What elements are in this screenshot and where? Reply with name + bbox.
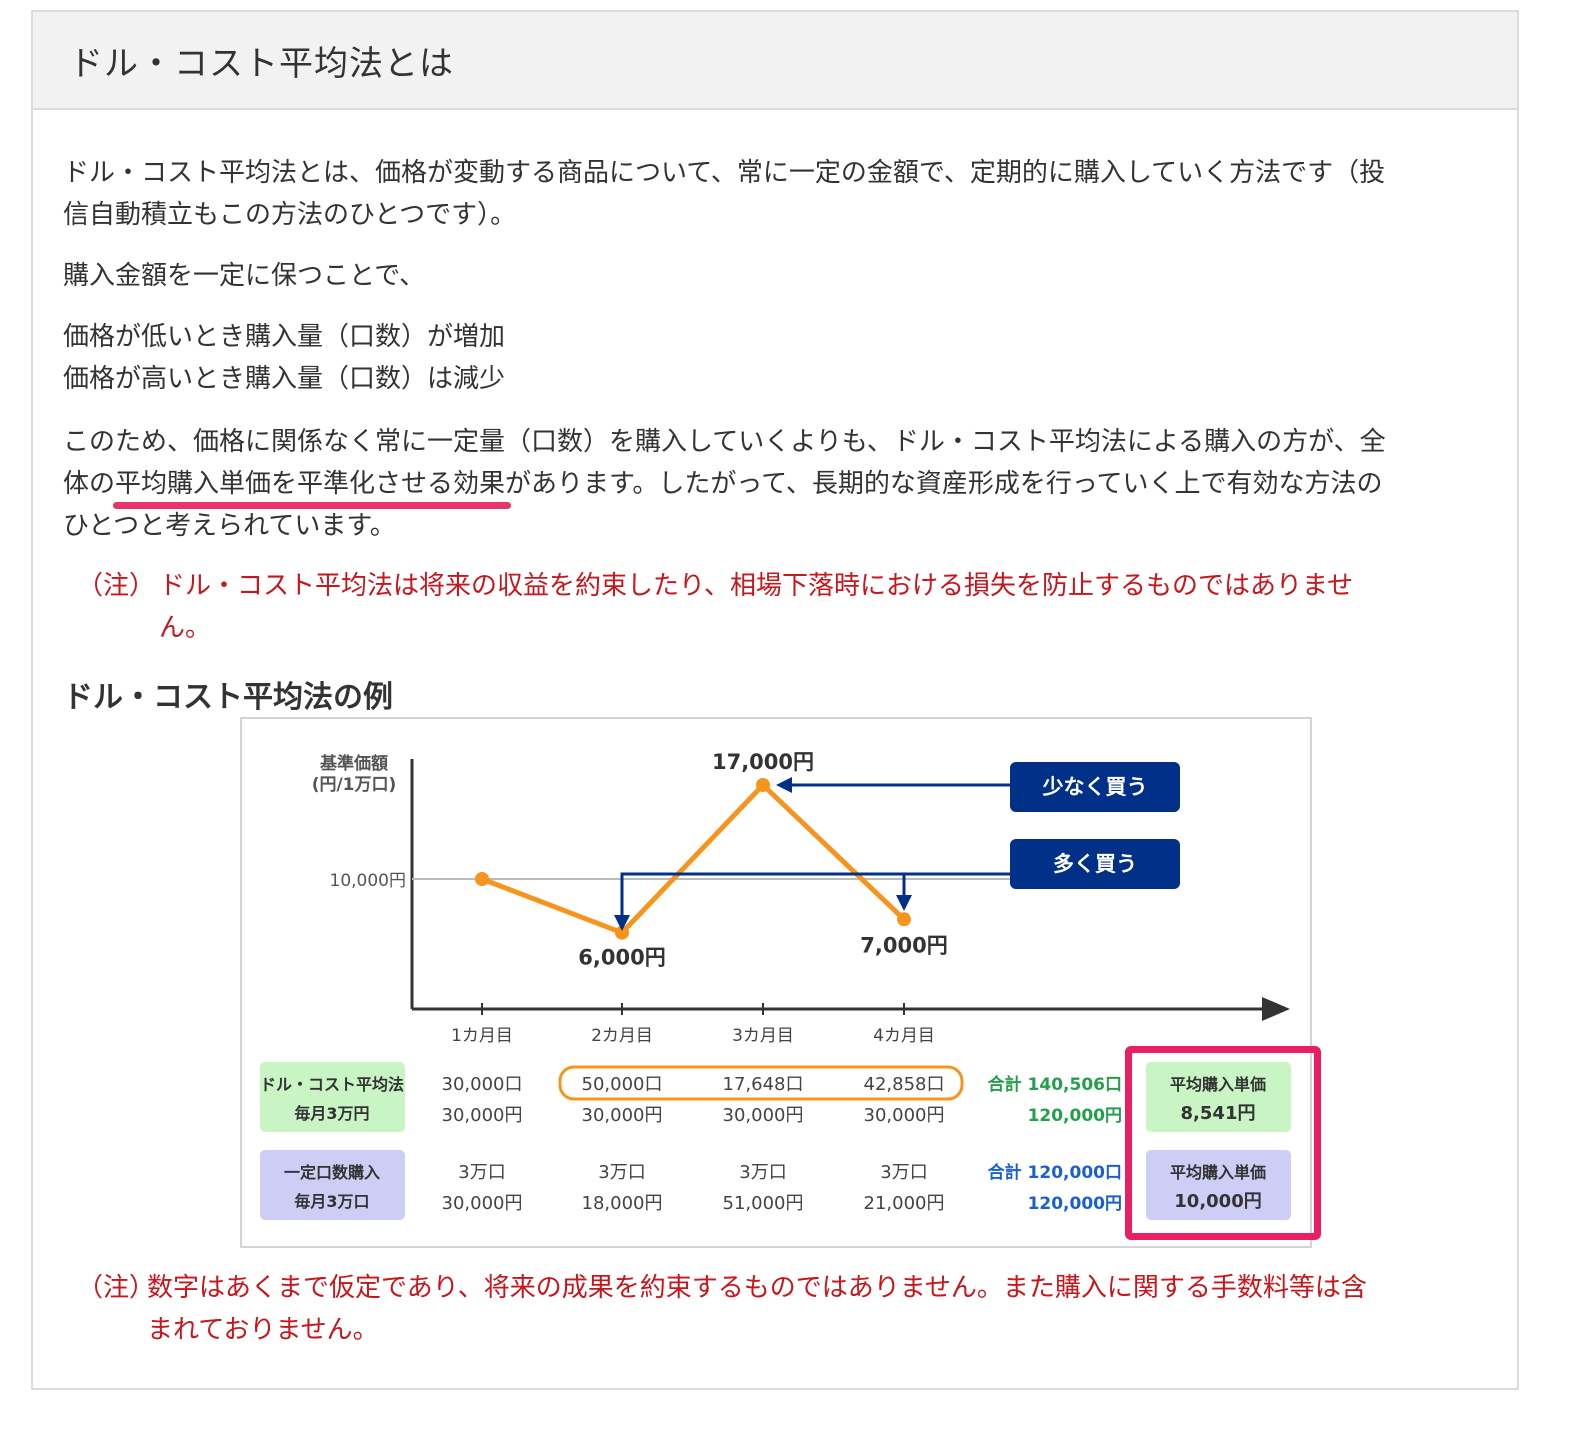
callout-arrowhead-less xyxy=(776,777,792,793)
note-2-mark: （注） xyxy=(77,1273,156,1303)
table-cell-amount: 18,000円 xyxy=(582,1193,663,1214)
chart-container: 基準価額(円/1万口) 10,000円 1カ月目 2カ月目 3カ月目 4カ月目 6,000円… xyxy=(240,717,1312,1248)
table-cell-units: 17,648口 xyxy=(723,1074,804,1095)
table-total-amount: 120,000円 xyxy=(1028,1106,1122,1126)
paragraph-1-line-2: 信自動積立もこの方法のひとつです）。 xyxy=(63,200,517,230)
emphasis-underline: 平均購入単価を平準化させる効果 xyxy=(113,463,512,509)
average-price-value: 8,541円 xyxy=(1181,1103,1256,1124)
table-cell-amount: 30,000円 xyxy=(442,1193,523,1214)
table-cell-units: 50,000口 xyxy=(582,1074,663,1095)
paragraph-3-line-1: 価格が低いとき購入量（口数）が増加 xyxy=(63,322,506,352)
x-axis-arrow xyxy=(1262,997,1290,1021)
table-cell-amount: 51,000円 xyxy=(723,1193,804,1214)
table-cell-units: 3万口 xyxy=(458,1162,505,1183)
table-row-label-line-1: ドル・コスト平均法 xyxy=(260,1075,404,1094)
price-point xyxy=(615,925,629,940)
reference-label: 10,000円 xyxy=(330,871,406,891)
callout-arrow-line-more-1 xyxy=(620,872,1010,917)
panel-header: ドル・コスト平均法とは xyxy=(33,12,1517,110)
x-tick-label: 3カ月目 xyxy=(732,1026,794,1046)
chart-heading: ドル・コスト平均法の例 xyxy=(63,680,393,715)
p4-pre: 体の xyxy=(63,469,116,499)
table-total-amount: 120,000円 xyxy=(1028,1194,1122,1214)
callout-box xyxy=(1010,839,1180,889)
table-row-label-line-2: 毎月3万口 xyxy=(294,1192,369,1211)
note-2-line-1: 数字はあくまで仮定であり、将来の成果を約束するものではありません。また購入に関す… xyxy=(147,1273,1367,1303)
paragraph-3: 価格が低いとき購入量（口数）が増加 価格が高いとき購入量（口数）は減少 xyxy=(63,316,505,400)
x-tick-label: 1カ月目 xyxy=(451,1026,513,1046)
callout-label: 多く買う xyxy=(1053,852,1137,876)
note-1-mark: （注） xyxy=(77,571,156,601)
point-label: 17,000円 xyxy=(712,750,814,774)
callout-label: 少なく買う xyxy=(1042,775,1148,799)
average-price-bg xyxy=(1146,1062,1291,1132)
paragraph-4-line-1: このため、価格に関係なく常に一定量（口数）を購入していくよりも、ドル・コスト平均… xyxy=(63,427,1386,457)
x-tick-label: 4カ月目 xyxy=(873,1026,935,1046)
p4-post: があります。したがって、長期的な資産形成を行っていく上で有効な方法の xyxy=(505,469,1383,499)
price-point xyxy=(897,912,911,927)
table-total-units: 合計 140,506口 xyxy=(988,1074,1122,1095)
average-price-label: 平均購入単価 xyxy=(1170,1075,1266,1094)
chart-svg: 基準価額(円/1万口) 10,000円 1カ月目 2カ月目 3カ月目 4カ月目 6,000円… xyxy=(260,750,1291,1220)
table-cell-amount: 30,000円 xyxy=(442,1105,523,1126)
paragraph-3-line-2: 価格が高いとき購入量（口数）は減少 xyxy=(63,364,506,394)
paragraph-1-line-1: ドル・コスト平均法とは、価格が変動する商品について、常に一定の金額で、定期的に購… xyxy=(63,158,1386,188)
page-title: ドル・コスト平均法とは xyxy=(69,43,454,84)
paragraph-1: ドル・コスト平均法とは、価格が変動する商品について、常に一定の金額で、定期的に購… xyxy=(63,152,1385,236)
table-row-label-bg xyxy=(260,1150,405,1220)
table-cell-amount: 30,000円 xyxy=(582,1105,663,1126)
average-price-value: 10,000円 xyxy=(1174,1191,1261,1212)
note-1-line-2: ん。 xyxy=(159,613,212,643)
callout-arrowhead-more-2 xyxy=(896,895,912,911)
table-cell-amount: 30,000円 xyxy=(864,1105,945,1126)
table-total-units: 合計 120,000口 xyxy=(988,1162,1122,1183)
table-row-label-line-1: 一定口数購入 xyxy=(284,1163,380,1182)
table-cell-units: 3万口 xyxy=(880,1162,927,1183)
table-cell-amount: 21,000円 xyxy=(864,1193,945,1214)
note-1-text: ドル・コスト平均法は将来の収益を約束したり、相場下落時における損失を防止するもの… xyxy=(159,565,1353,649)
y-axis-label-line-2: (円/1万口) xyxy=(312,775,397,795)
table-cell-units: 42,858口 xyxy=(864,1074,945,1095)
callout-box xyxy=(1010,762,1180,812)
point-label: 6,000円 xyxy=(578,946,665,970)
table-cell-units: 3万口 xyxy=(598,1162,645,1183)
y-axis-label-line-1: 基準価額 xyxy=(319,753,388,774)
average-price-highlight xyxy=(1125,1046,1321,1240)
point-label: 7,000円 xyxy=(860,933,947,957)
table-cell-amount: 30,000円 xyxy=(723,1105,804,1126)
table-cell-units: 30,000口 xyxy=(442,1074,523,1095)
paragraph-4-line-3: ひとつと考えられています。 xyxy=(63,511,396,541)
table-row-label-line-2: 毎月3万円 xyxy=(294,1104,369,1123)
note-2-line-2: まれておりません。 xyxy=(147,1315,379,1345)
note-2-text: 数字はあくまで仮定であり、将来の成果を約束するものではありません。また購入に関す… xyxy=(147,1267,1367,1351)
average-price-label: 平均購入単価 xyxy=(1170,1163,1266,1182)
price-point xyxy=(756,778,770,792)
units-highlight-box xyxy=(558,1065,964,1101)
note-1-line-1: ドル・コスト平均法は将来の収益を約束したり、相場下落時における損失を防止するもの… xyxy=(159,571,1354,601)
price-series-line xyxy=(481,782,906,936)
paragraph-4: このため、価格に関係なく常に一定量（口数）を購入していくよりも、ドル・コスト平均… xyxy=(63,421,1386,547)
x-tick-label: 2カ月目 xyxy=(591,1026,653,1046)
price-point xyxy=(475,872,489,886)
table-row-label-bg xyxy=(260,1062,405,1132)
paragraph-4-line-2: 体の平均購入単価を平準化させる効果があります。したがって、長期的な資産形成を行っ… xyxy=(63,463,1386,509)
average-price-bg xyxy=(1146,1150,1291,1220)
paragraph-2: 購入金額を一定に保つことで、 xyxy=(63,261,426,291)
article-panel: ドル・コスト平均法とは ドル・コスト平均法とは、価格が変動する商品について、常に… xyxy=(31,10,1519,1390)
table-cell-units: 3万口 xyxy=(739,1162,786,1183)
callout-arrowhead-more-1 xyxy=(614,915,630,931)
